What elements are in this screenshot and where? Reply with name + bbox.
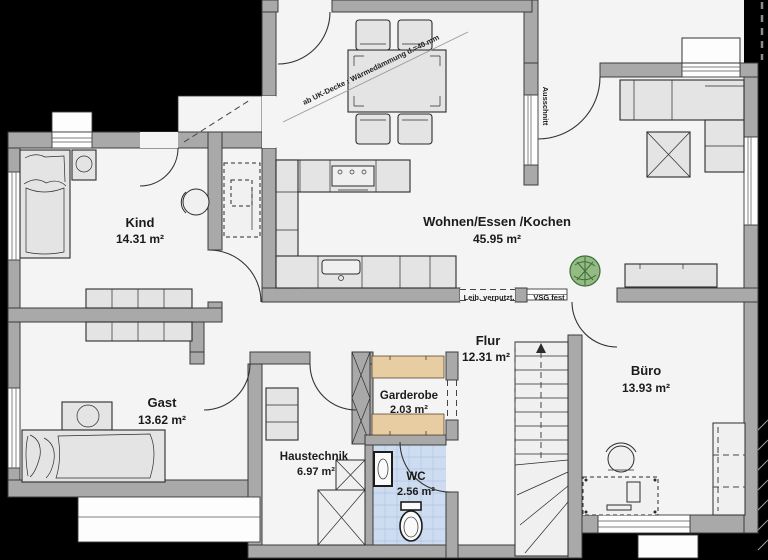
bed-kind <box>19 149 71 259</box>
stair-direction-arrow-icon <box>536 343 546 353</box>
garderobe-cabinet-top <box>371 355 445 379</box>
chimney-column <box>351 351 371 445</box>
svg-text:12.31 m²: 12.31 m² <box>462 350 510 364</box>
furniture-haustechnik <box>265 387 366 546</box>
hatch-right <box>757 419 768 551</box>
room-label-flur: Flur 12.31 m² <box>462 333 510 364</box>
svg-text:Kind: Kind <box>126 215 155 230</box>
sideboard <box>624 263 718 288</box>
door-kind-top <box>139 147 179 187</box>
dining-chairs <box>355 19 433 145</box>
equipment-small <box>335 459 366 491</box>
room-label-garderobe: Garderobe 2.03 m² <box>380 390 438 416</box>
window-gast-bay <box>77 496 261 543</box>
window-living-top <box>681 37 741 78</box>
svg-text:2.56 m²: 2.56 m² <box>397 486 435 498</box>
insulation-note-line <box>282 31 469 123</box>
door-gast <box>203 363 251 411</box>
wardrobe-gast <box>85 321 193 342</box>
opening-garderobe <box>447 380 457 420</box>
window-gast-left <box>7 387 21 469</box>
svg-text:WC: WC <box>406 471 425 483</box>
svg-text:14.31 m²: 14.31 m² <box>116 232 164 246</box>
plant <box>569 255 601 287</box>
svg-text:2.03 m²: 2.03 m² <box>390 404 428 416</box>
svg-text:Flur: Flur <box>476 333 501 348</box>
svg-text:Garderobe: Garderobe <box>380 390 438 402</box>
window-living-right <box>743 136 759 226</box>
door-dining-top <box>277 11 331 65</box>
window-ausschnitt <box>523 94 539 166</box>
window-kind-top <box>51 111 93 149</box>
annotation-ausschnitt: Ausschnitt <box>541 87 550 126</box>
nightstand-gast <box>61 401 113 431</box>
wc-toilet <box>399 501 423 542</box>
bed-gast <box>21 429 166 483</box>
dining-table <box>347 49 447 113</box>
hall-cabinet-dashed <box>223 162 261 238</box>
door-kind-hall <box>208 249 262 303</box>
opening-porch <box>262 96 276 148</box>
furniture-garderobe <box>371 355 445 436</box>
room-label-wohnen: Wohnen/Essen /Kochen 45.95 m² <box>423 214 571 246</box>
windows <box>7 37 759 559</box>
wc-sink <box>373 451 393 487</box>
opening-reveal <box>460 288 515 302</box>
furniture-gast <box>21 321 193 483</box>
equipment-large <box>317 489 366 546</box>
furniture-kind <box>19 149 261 309</box>
room-label-haustechnik: Haustechnik 6.97 m² <box>280 451 349 478</box>
office-chair <box>605 442 637 473</box>
door-terrace <box>537 76 601 140</box>
svg-text:Wohnen/Essen /Kochen: Wohnen/Essen /Kochen <box>423 214 571 229</box>
window-vsg <box>526 288 568 301</box>
doors <box>139 11 618 493</box>
furniture-wohnen <box>275 19 745 289</box>
svg-text:6.97 m²: 6.97 m² <box>297 466 335 478</box>
desk-chair-kind <box>180 188 210 216</box>
svg-text:13.62 m²: 13.62 m² <box>138 413 186 427</box>
garderobe-cabinet-bottom <box>371 413 445 436</box>
annotation-vsg: VSG fest <box>533 293 565 302</box>
wardrobe-kind <box>85 288 193 309</box>
room-label-kind: Kind 14.31 m² <box>116 215 164 246</box>
tech-cabinet <box>265 387 299 441</box>
kitchen-counter-bottom <box>275 255 457 289</box>
door-haustechnik <box>309 363 357 411</box>
svg-text:Büro: Büro <box>631 363 661 378</box>
room-label-buero: Büro 13.93 m² <box>622 363 670 395</box>
window-buero-bottom <box>597 514 699 559</box>
furniture-buero <box>582 422 746 516</box>
staircase <box>514 341 569 557</box>
coffee-table <box>646 131 691 178</box>
opening-kind-entry <box>140 132 178 148</box>
door-entrance-dashed <box>183 99 251 143</box>
section-markers <box>757 2 768 551</box>
annotation-reveal: Leib. verputzt. <box>464 293 515 302</box>
office-desk <box>582 476 659 516</box>
svg-text:13.93 m²: 13.93 m² <box>622 381 670 395</box>
walls <box>7 0 759 559</box>
door-wc <box>399 441 451 493</box>
room-label-wc: WC 2.56 m² <box>397 471 435 498</box>
svg-text:Haustechnik: Haustechnik <box>280 451 349 463</box>
room-label-gast: Gast 13.62 m² <box>138 395 186 427</box>
buero-shelf <box>712 422 746 516</box>
window-kind-left <box>7 171 21 261</box>
svg-text:Gast: Gast <box>148 395 178 410</box>
nightstand-kind <box>71 149 97 181</box>
furniture-wc <box>373 451 423 542</box>
svg-text:45.95 m²: 45.95 m² <box>473 232 521 246</box>
door-buero <box>571 301 618 348</box>
sofa-corner <box>619 79 745 173</box>
